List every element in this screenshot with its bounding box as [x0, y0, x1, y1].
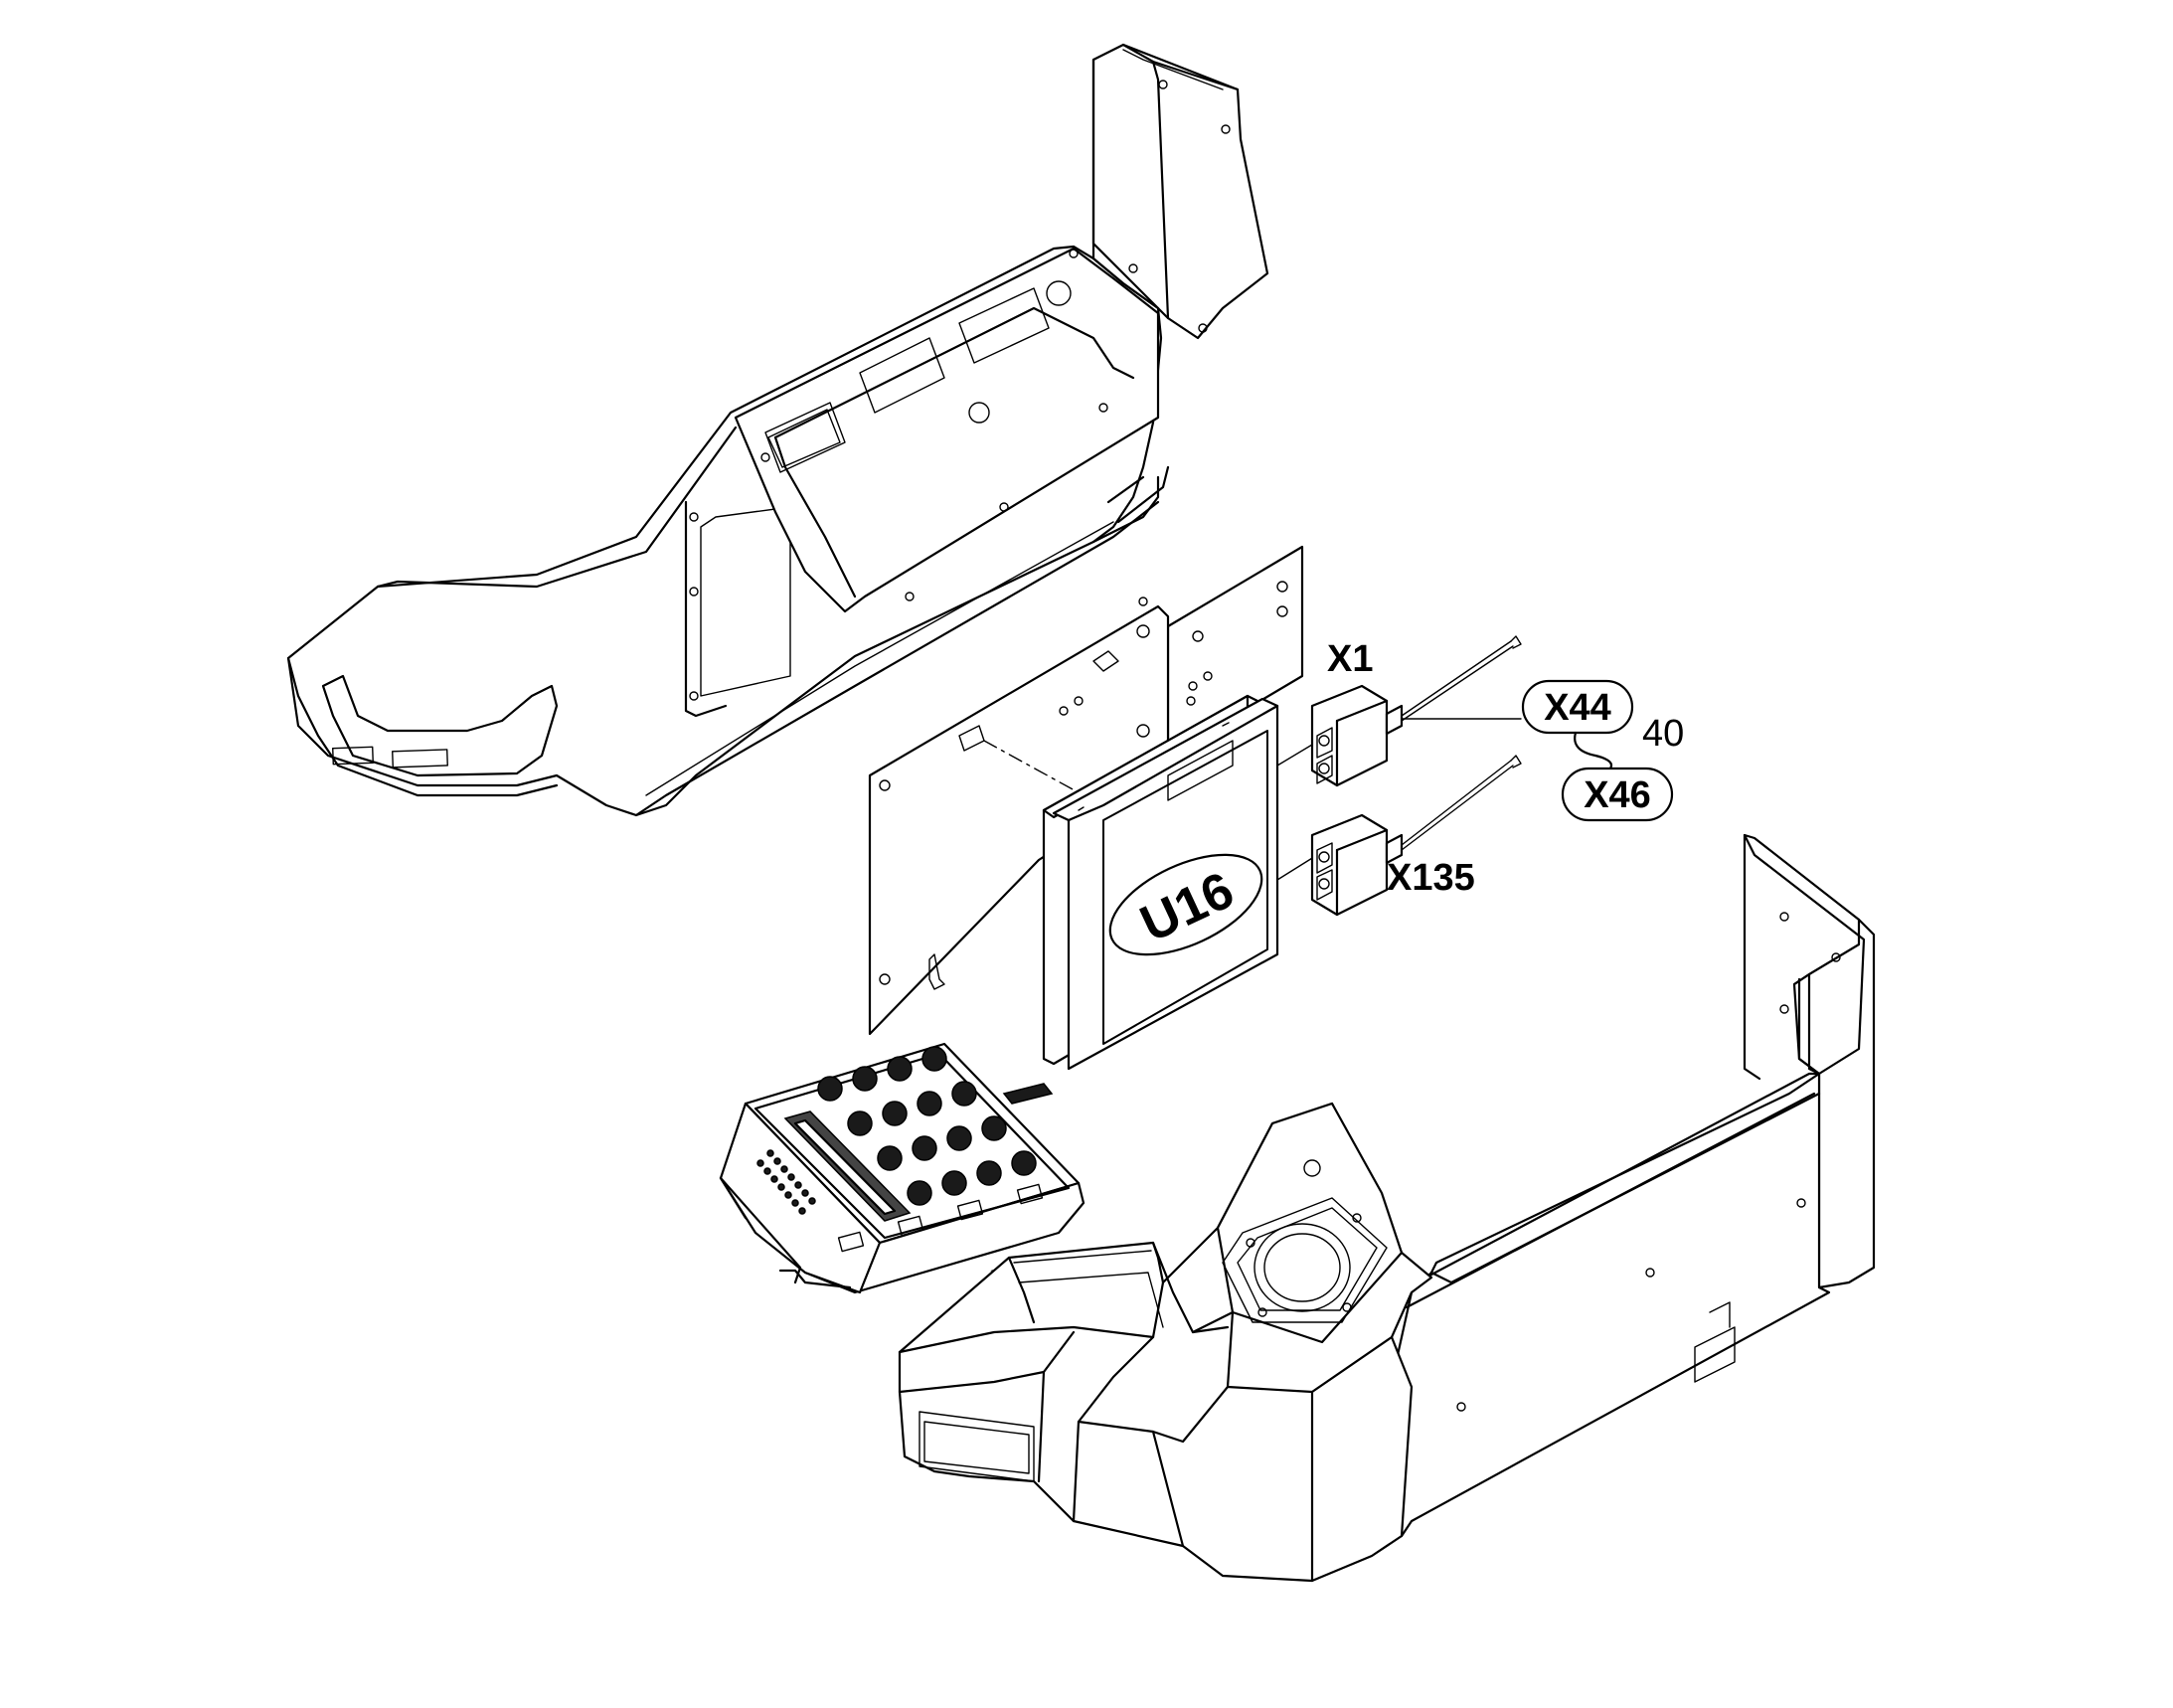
ref-number-40: 40 — [1642, 713, 1684, 755]
label-x46: X46 — [1584, 774, 1651, 816]
label-x135: X135 — [1387, 857, 1475, 899]
switch-knob-grid — [817, 1046, 1037, 1206]
connector-x135: X135 — [1310, 755, 1522, 917]
label-x1: X1 — [1327, 638, 1373, 680]
lower-console-tub — [898, 833, 1876, 1583]
connector-callouts: X44 X46 40 — [1401, 679, 1684, 822]
connector-x1: X1 — [1310, 635, 1522, 787]
ecu-module-u16: U16 — [1042, 694, 1328, 1071]
label-x44: X44 — [1544, 687, 1611, 729]
switch-control-module — [719, 1042, 1086, 1294]
indicator-dot-column — [756, 1149, 816, 1215]
upper-console-panel — [286, 43, 1269, 817]
